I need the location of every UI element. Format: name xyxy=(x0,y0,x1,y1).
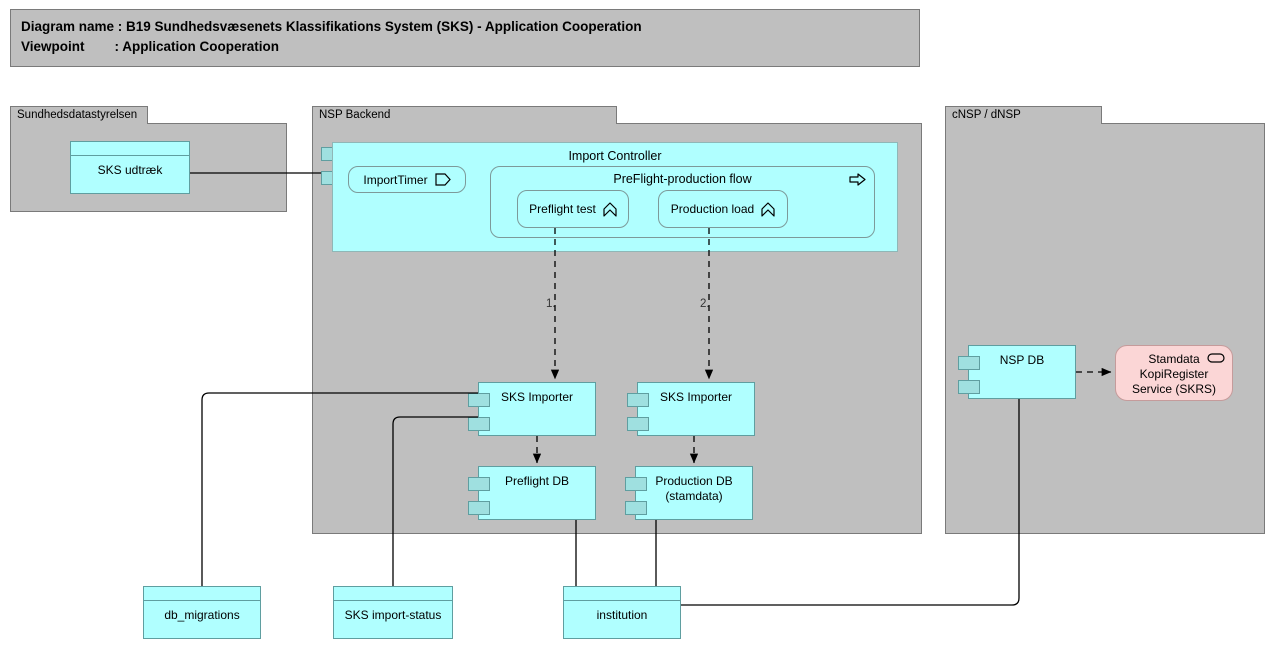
diagram-name-line: Diagram name : B19 Sundhedsvæsenets Klas… xyxy=(21,19,642,34)
preflight-db-label: Preflight DB xyxy=(504,474,570,488)
sks-importer-1-label: SKS Importer xyxy=(500,390,574,404)
skrs-label-line3: Service (SKRS) xyxy=(1131,382,1217,396)
node-production-load[interactable]: Production load xyxy=(658,190,788,228)
sks-udtraek-label: SKS udtræk xyxy=(97,163,163,177)
production-db-port-bottom xyxy=(625,501,647,515)
node-institution[interactable]: institution xyxy=(563,586,681,639)
preflight-db-port-top xyxy=(468,477,490,491)
edge-label-flow-2: 2. xyxy=(700,298,710,310)
node-db-migrations[interactable]: db_migrations xyxy=(143,586,261,639)
node-preflight-production-flow[interactable]: PreFlight-production flow xyxy=(490,166,875,238)
production-db-label-line2: (stamdata) xyxy=(665,489,723,503)
diagram-title-banner: Diagram name : B19 Sundhedsvæsenets Klas… xyxy=(10,9,920,67)
nsp-db-label: NSP DB xyxy=(999,353,1045,367)
group-sundhedsdatastyrelsen-label: Sundhedsdatastyrelsen xyxy=(10,106,148,124)
production-db-port-top xyxy=(625,477,647,491)
node-skrs[interactable]: Stamdata KopiRegister Service (SKRS) xyxy=(1115,345,1233,401)
import-timer-label: ImportTimer xyxy=(363,172,428,187)
sks-import-status-label: SKS import-status xyxy=(344,608,442,622)
sks-importer-2-port-top xyxy=(627,393,649,407)
edge-label-flow-1: 1. xyxy=(546,298,556,310)
db-migrations-band xyxy=(144,587,260,601)
application-event-icon xyxy=(435,173,451,186)
application-function-icon xyxy=(603,201,617,217)
nsp-db-port-top xyxy=(958,356,980,370)
sks-importer-2-port-bottom xyxy=(627,417,649,431)
skrs-label-line2: KopiRegister xyxy=(1139,367,1209,381)
institution-label: institution xyxy=(596,608,648,622)
nsp-db-port-bottom xyxy=(958,380,980,394)
sks-importer-2-label: SKS Importer xyxy=(659,390,733,404)
production-load-label: Production load xyxy=(670,202,755,216)
production-db-label-line1: Production DB xyxy=(655,474,733,488)
node-sks-importer-2[interactable]: SKS Importer xyxy=(627,382,755,436)
node-nsp-db[interactable]: NSP DB xyxy=(958,345,1076,399)
preflight-db-port-bottom xyxy=(468,501,490,515)
node-production-db[interactable]: Production DB (stamdata) xyxy=(625,466,753,520)
node-import-timer[interactable]: ImportTimer xyxy=(348,166,466,193)
application-service-icon xyxy=(1207,353,1225,363)
preflight-test-label: Preflight test xyxy=(529,202,596,216)
sks-udtraek-band xyxy=(71,142,189,156)
sks-importer-1-port-top xyxy=(468,393,490,407)
node-preflight-test[interactable]: Preflight test xyxy=(517,190,629,228)
application-function-icon xyxy=(761,201,775,217)
group-cnsp-dnsp-body xyxy=(945,123,1265,534)
import-controller-label: Import Controller xyxy=(568,149,662,163)
db-migrations-label: db_migrations xyxy=(164,608,240,622)
application-process-icon xyxy=(849,173,866,186)
sks-importer-1-port-bottom xyxy=(468,417,490,431)
preflight-production-flow-label: PreFlight-production flow xyxy=(613,172,752,186)
sks-import-status-band xyxy=(334,587,452,601)
node-sks-udtraek[interactable]: SKS udtræk xyxy=(70,141,190,194)
group-nsp-backend-label: NSP Backend xyxy=(312,106,617,124)
node-sks-importer-1[interactable]: SKS Importer xyxy=(468,382,596,436)
node-sks-import-status[interactable]: SKS import-status xyxy=(333,586,453,639)
node-preflight-db[interactable]: Preflight DB xyxy=(468,466,596,520)
skrs-label-line1: Stamdata xyxy=(1148,352,1200,366)
group-cnsp-dnsp-label: cNSP / dNSP xyxy=(945,106,1102,124)
institution-band xyxy=(564,587,680,601)
viewpoint-line: Viewpoint : Application Cooperation xyxy=(21,39,280,54)
